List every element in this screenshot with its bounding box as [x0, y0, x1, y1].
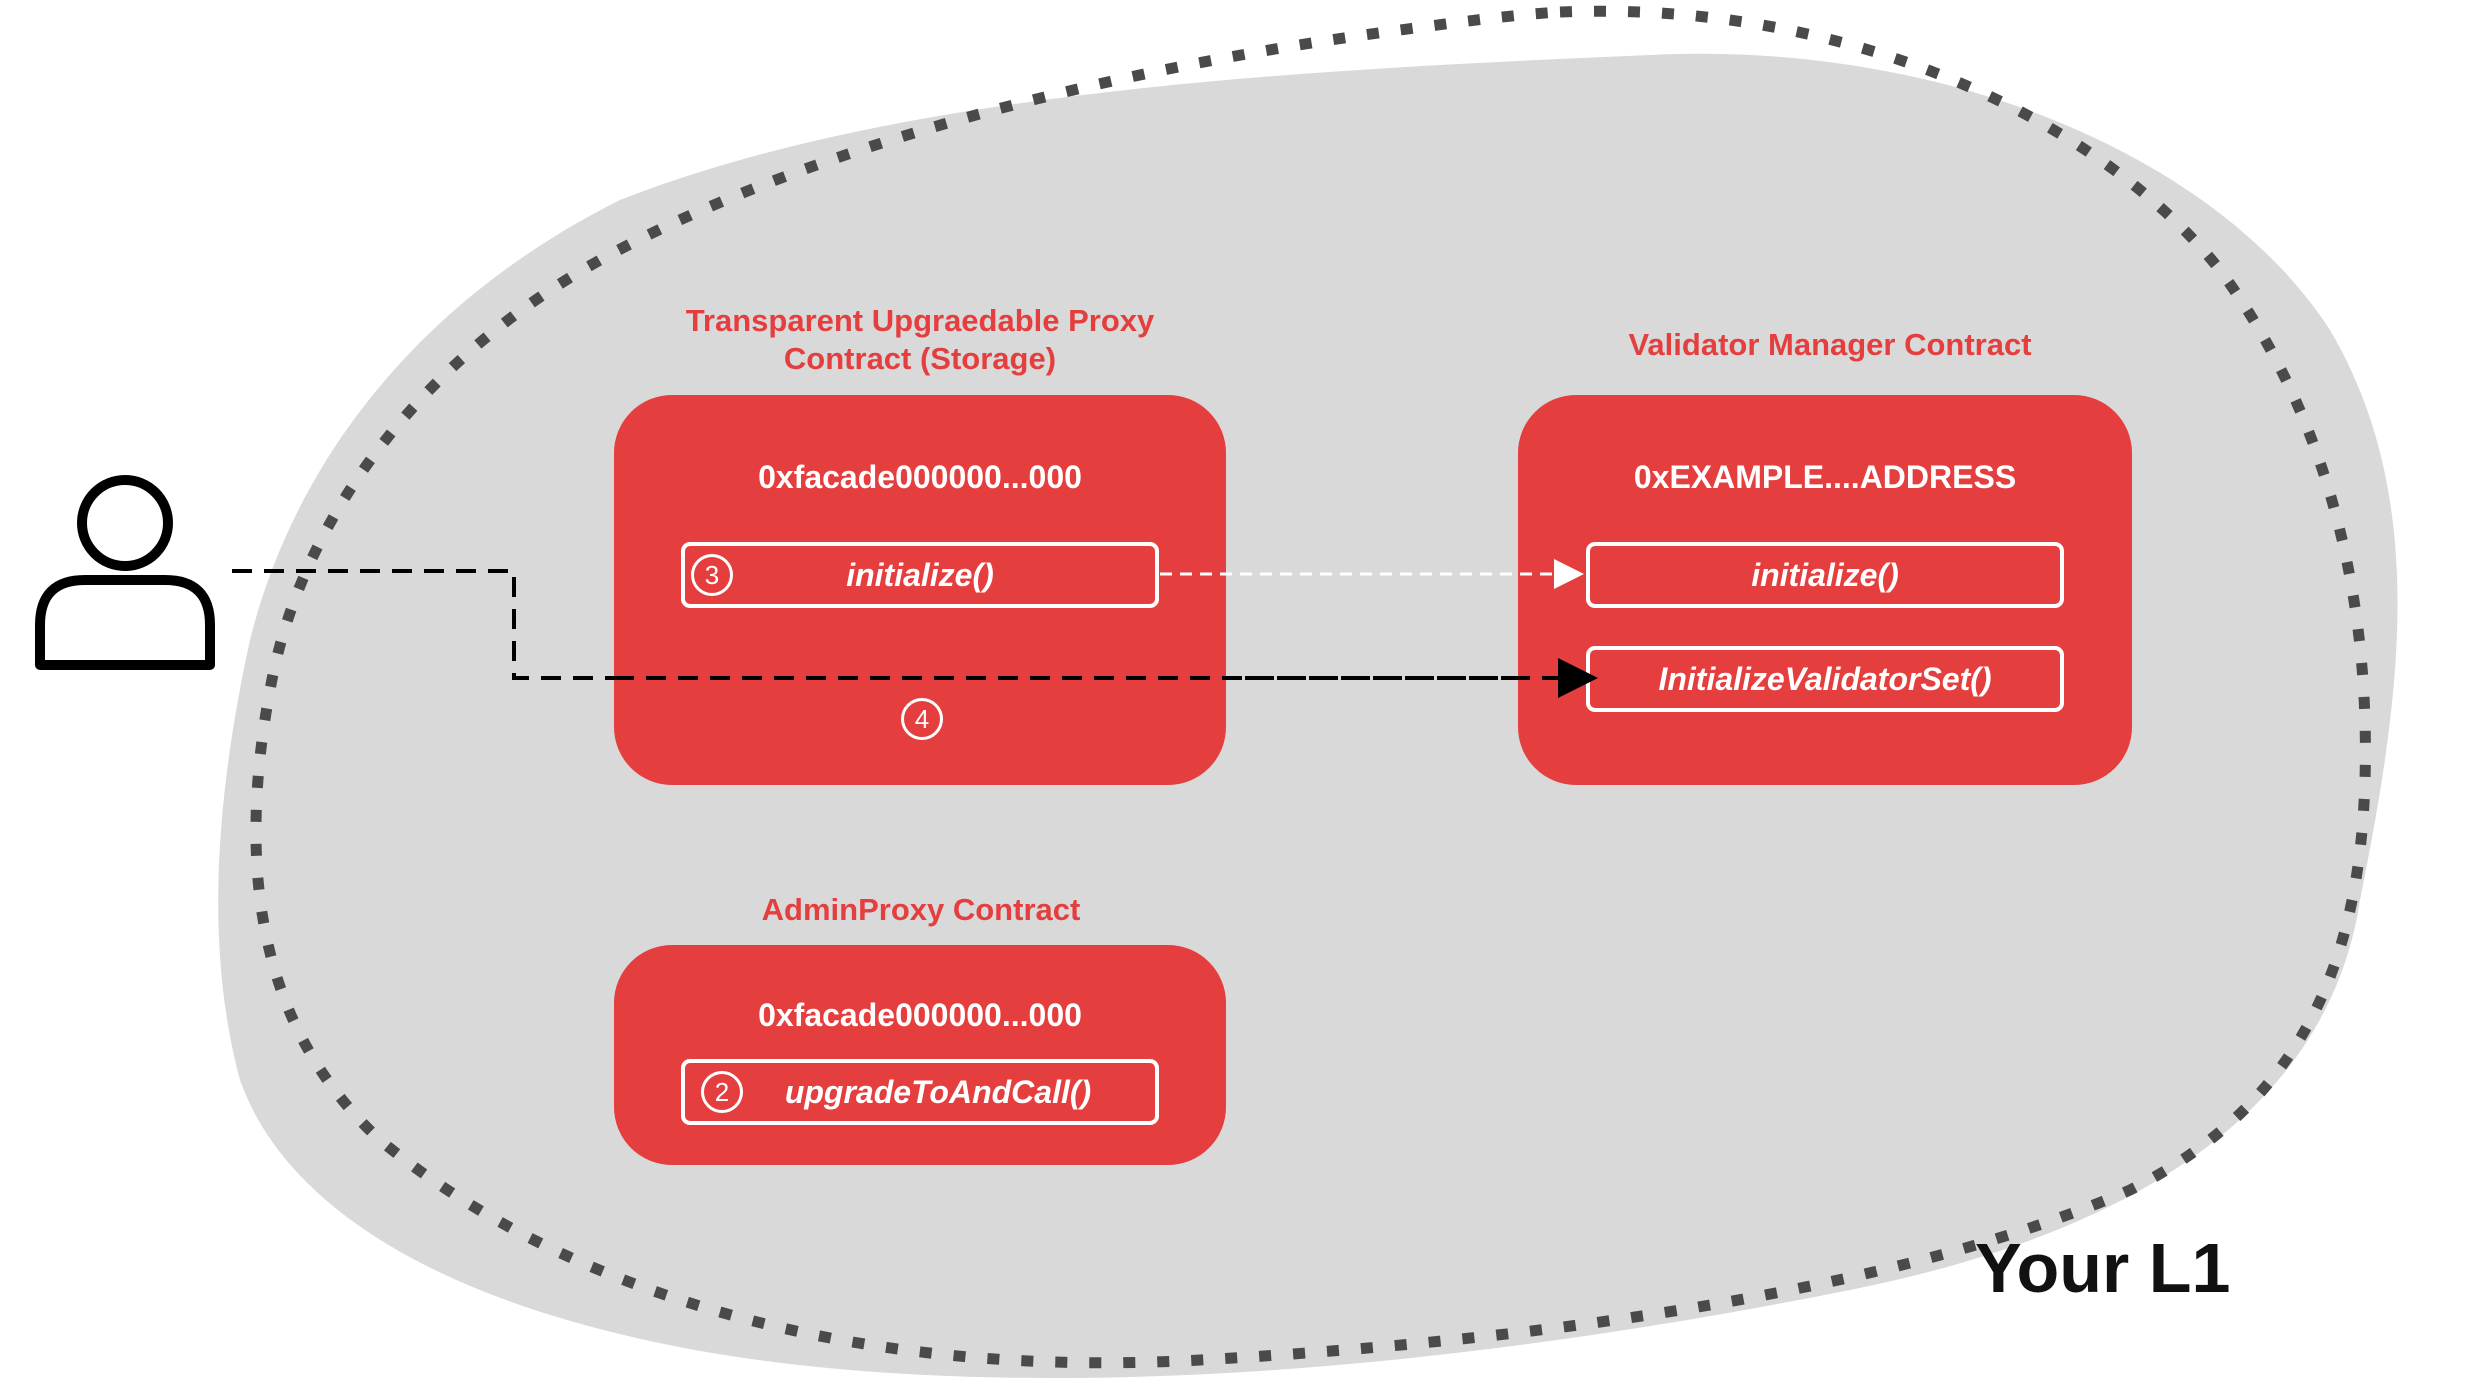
vm-initialize-validator-set-label: InitializeValidatorSet() [1658, 660, 1992, 697]
proxy-initialize-label: initialize() [846, 556, 994, 593]
admin-proxy-title: AdminProxy Contract [761, 892, 1081, 927]
admin-proxy-card: 0xfacade000000...000 upgradeToAndCall() … [614, 945, 1226, 1165]
validator-manager-title: Validator Manager Contract [1628, 327, 2032, 362]
step-4-badge: 4 [901, 698, 943, 740]
proxy-card: 0xfacade000000...000 initialize() 3 4 [614, 395, 1226, 785]
step-3-badge: 3 [691, 554, 733, 596]
proxy-title-line1: Transparent Upgraedable Proxy [685, 303, 1155, 338]
admin-proxy-address: 0xfacade000000...000 [758, 997, 1082, 1033]
proxy-address: 0xfacade000000...000 [758, 459, 1082, 495]
admin-upgrade-button[interactable]: upgradeToAndCall() [681, 1059, 1159, 1125]
validator-manager-card: 0xEXAMPLE....ADDRESS initialize() Initia… [1518, 395, 2132, 785]
admin-upgrade-label: upgradeToAndCall() [784, 1073, 1092, 1110]
proxy-title: Transparent Upgraedable Proxy Contract (… [610, 302, 1230, 378]
vm-initialize-validator-set-button[interactable]: InitializeValidatorSet() [1586, 646, 2064, 712]
user-call-arrow [232, 569, 1598, 698]
user-icon [35, 475, 215, 670]
proxy-initialize-button[interactable]: initialize() [681, 542, 1159, 608]
vm-initialize-label: initialize() [1751, 556, 1899, 593]
proxy-title-line2: Contract (Storage) [783, 341, 1057, 376]
l1-region-label: Your L1 [1975, 1229, 2231, 1307]
validator-manager-address: 0xEXAMPLE....ADDRESS [1633, 459, 2017, 495]
vm-initialize-button[interactable]: initialize() [1586, 542, 2064, 608]
step-2-badge: 2 [701, 1071, 743, 1113]
l1-region-dotted-border [250, 5, 2371, 1369]
